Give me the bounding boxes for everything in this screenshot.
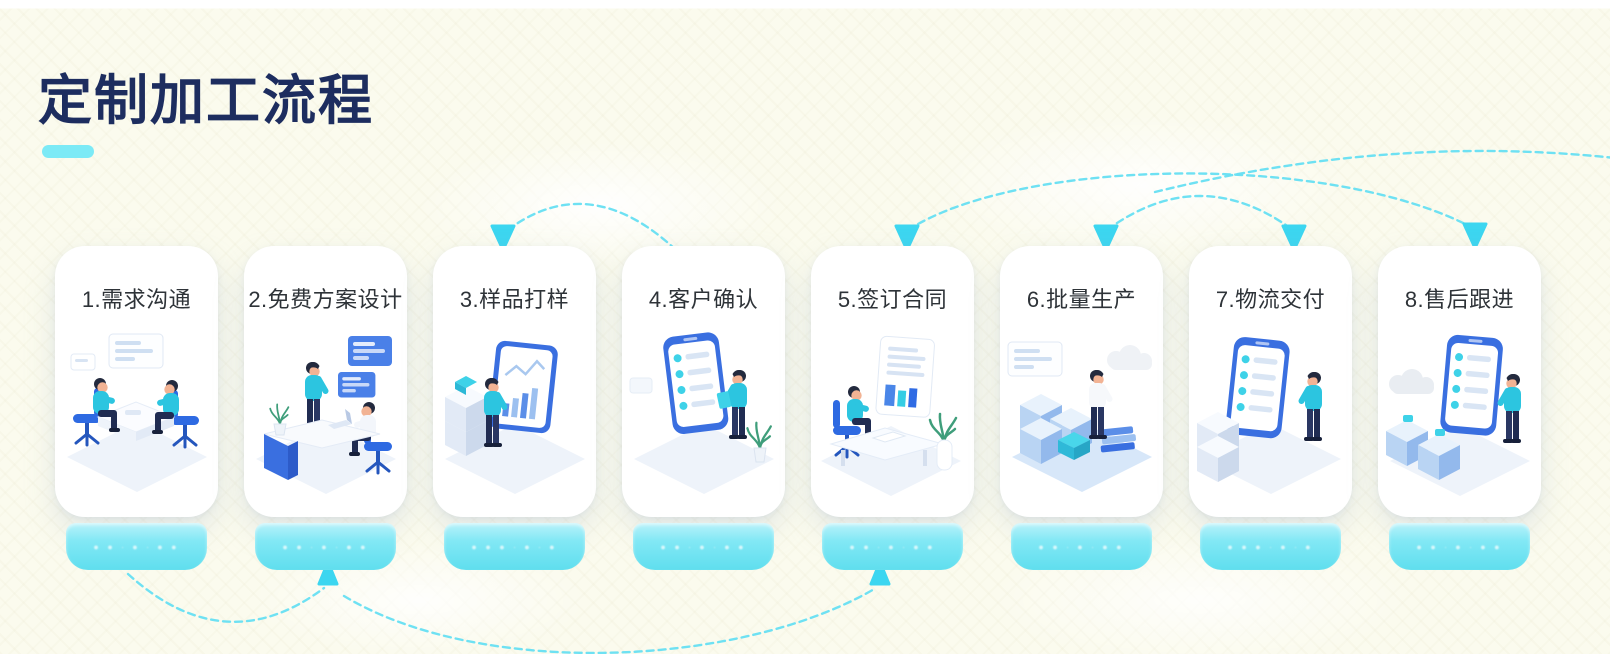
step-card-5: 5.签订合同 <box>811 246 974 570</box>
banner-placeholder-dots-2: ● ● ∙ ● ∙ ● ● <box>282 541 369 552</box>
step-title-7: 7.物流交付 <box>1215 287 1326 312</box>
banner-placeholder-dots-6: ● ● ∙ ● ∙ ● ● <box>1038 541 1125 552</box>
step-card-4: 4.客户确认 ● ● ∙ ● ∙ ● ● <box>622 246 785 570</box>
step-title-6: 6.批量生产 <box>1026 287 1137 312</box>
step-card-8: 8.售后跟进 ● ● ∙ ● ∙ ● ● <box>1378 246 1541 570</box>
step-title-4: 4.客户确认 <box>648 287 759 312</box>
title-underline-decoration <box>42 145 94 158</box>
step-card-body-2: 2.免费方案设计 <box>244 246 407 517</box>
step-card-body-7: 7.物流交付 <box>1189 246 1352 517</box>
step-banner-4: ● ● ∙ ● ∙ ● ● <box>633 523 774 570</box>
steps-row: 1.需求沟通 ● ● ∙ ● ∙ ● ● <box>55 246 1541 570</box>
arrow-arc-step4-to-step3 <box>503 202 678 252</box>
arrow-arc-step2-to-step5 <box>342 586 878 654</box>
step-title-5: 5.签订合同 <box>837 287 948 312</box>
arrow-arc-step6-step7 <box>1105 194 1295 232</box>
step-title-2: 2.免费方案设计 <box>248 287 403 312</box>
illustration-customer-confirmation <box>629 331 774 494</box>
step-card-body-1: 1.需求沟通 <box>55 246 218 517</box>
step-banner-6: ● ● ∙ ● ∙ ● ● <box>1011 523 1152 570</box>
banner-placeholder-dots-4: ● ● ∙ ● ∙ ● ● <box>660 541 747 552</box>
step-banner-2: ● ● ∙ ● ∙ ● ● <box>255 523 396 570</box>
step-title-8: 8.售后跟进 <box>1404 287 1515 312</box>
step-card-body-5: 5.签订合同 <box>811 246 974 517</box>
step-card-3: 3.样品打样 <box>433 246 596 570</box>
step-title-1: 1.需求沟通 <box>81 287 192 312</box>
illustration-mass-production <box>1007 341 1152 492</box>
arrow-arc-step5-step8 <box>906 172 1475 232</box>
step-banner-1: ● ● ∙ ● ∙ ● ● <box>66 523 207 570</box>
step-card-body-3: 3.样品打样 <box>433 246 596 517</box>
step-card-7: 7.物流交付 ● ● ● ∙ ● ∙ ● <box>1189 246 1352 570</box>
step-card-body-8: 8.售后跟进 <box>1378 246 1541 517</box>
illustration-after-sales-followup <box>1386 334 1530 496</box>
step-title-3: 3.样品打样 <box>459 287 570 312</box>
step-card-1: 1.需求沟通 ● ● ∙ ● ∙ ● ● <box>55 246 218 570</box>
step-card-body-6: 6.批量生产 <box>1000 246 1163 517</box>
arrowhead-down-step8 <box>1462 222 1488 250</box>
arrow-arc-top-right-exit <box>1153 149 1610 194</box>
banner-placeholder-dots-8: ● ● ∙ ● ∙ ● ● <box>1416 541 1503 552</box>
banner-placeholder-dots-7: ● ● ● ∙ ● ∙ ● <box>1227 541 1314 552</box>
page-title: 定制加工流程 <box>38 71 374 131</box>
banner-placeholder-dots-1: ● ● ∙ ● ∙ ● ● <box>93 541 180 552</box>
banner-placeholder-dots-5: ● ● ∙ ● ∙ ● ● <box>849 541 936 552</box>
step-card-6: 6.批量生产 <box>1000 246 1163 570</box>
step-banner-3: ● ● ● ∙ ● ∙ ● <box>444 523 585 570</box>
illustration-contract-signing <box>821 335 961 496</box>
step-card-2: 2.免费方案设计 ● ● ∙ ● <box>244 246 407 570</box>
step-card-body-4: 4.客户确认 <box>622 246 785 517</box>
banner-placeholder-dots-3: ● ● ● ∙ ● ∙ ● <box>471 541 558 552</box>
step-banner-7: ● ● ● ∙ ● ∙ ● <box>1200 523 1341 570</box>
step-banner-5: ● ● ∙ ● ∙ ● ● <box>822 523 963 570</box>
arrow-arc-step1-to-step2 <box>126 572 326 623</box>
illustration-requirement-communication <box>67 333 207 492</box>
illustration-logistics-delivery <box>1197 336 1341 494</box>
illustration-sample-proofing <box>445 340 585 494</box>
step-banner-8: ● ● ∙ ● ∙ ● ● <box>1389 523 1530 570</box>
illustration-free-design <box>256 336 396 494</box>
